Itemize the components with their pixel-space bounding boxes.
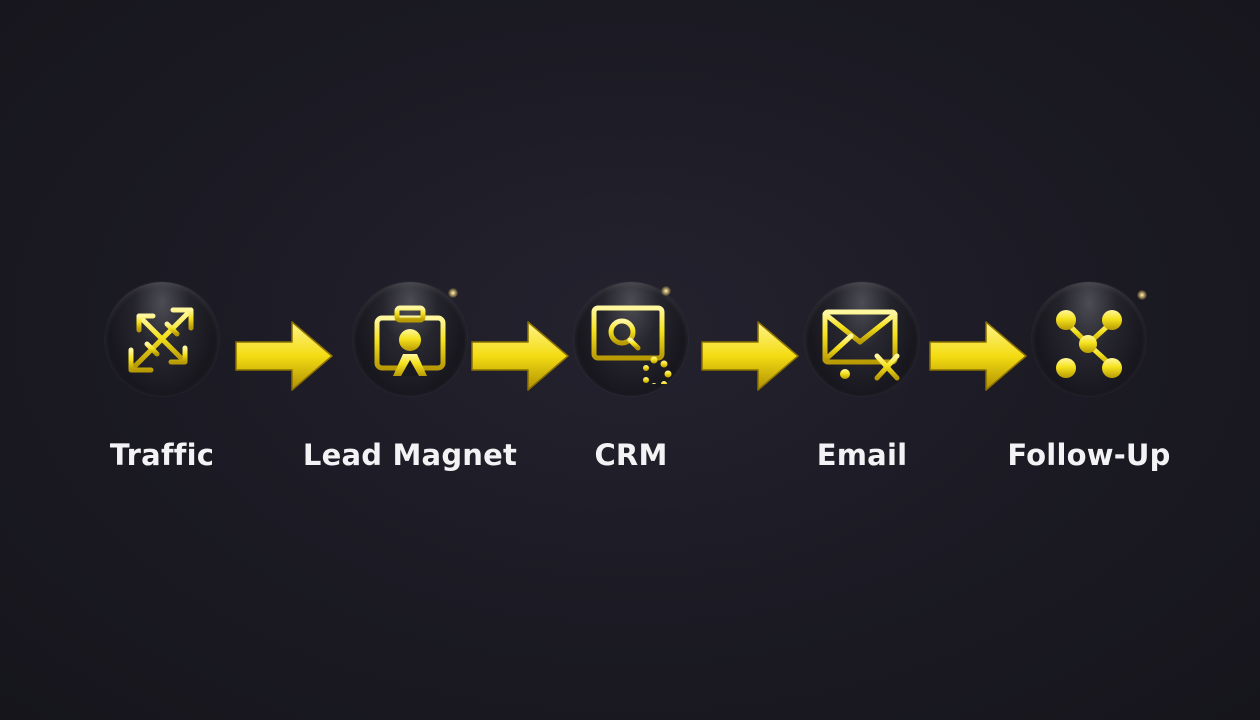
step-label: Email xyxy=(816,438,908,472)
step-lead-magnet: Lead Magnet xyxy=(290,282,530,492)
step-crm: CRM xyxy=(511,282,751,492)
step-email: Email xyxy=(742,282,982,492)
network-nodes-icon xyxy=(1056,310,1122,378)
arrow-right-icon xyxy=(701,321,799,391)
sparkle xyxy=(448,288,458,298)
step-label: Lead Magnet xyxy=(302,438,518,472)
step-label: Follow-Up xyxy=(1007,438,1171,472)
step-label: Traffic xyxy=(109,438,215,472)
monitor-search-icon xyxy=(591,305,672,384)
sparkle xyxy=(1137,290,1147,300)
sparkle xyxy=(661,286,671,296)
arrow-right-icon xyxy=(235,321,333,391)
crossed-arrows-icon xyxy=(128,307,194,373)
step-traffic: Traffic xyxy=(42,282,282,492)
arrow-right-icon xyxy=(929,321,1027,391)
step-label: CRM xyxy=(594,438,668,472)
step-follow-up: Follow-Up xyxy=(969,282,1209,492)
photo-frame-user-icon xyxy=(374,305,446,376)
arrow-right-icon xyxy=(471,321,569,391)
envelope-icon xyxy=(822,309,900,381)
